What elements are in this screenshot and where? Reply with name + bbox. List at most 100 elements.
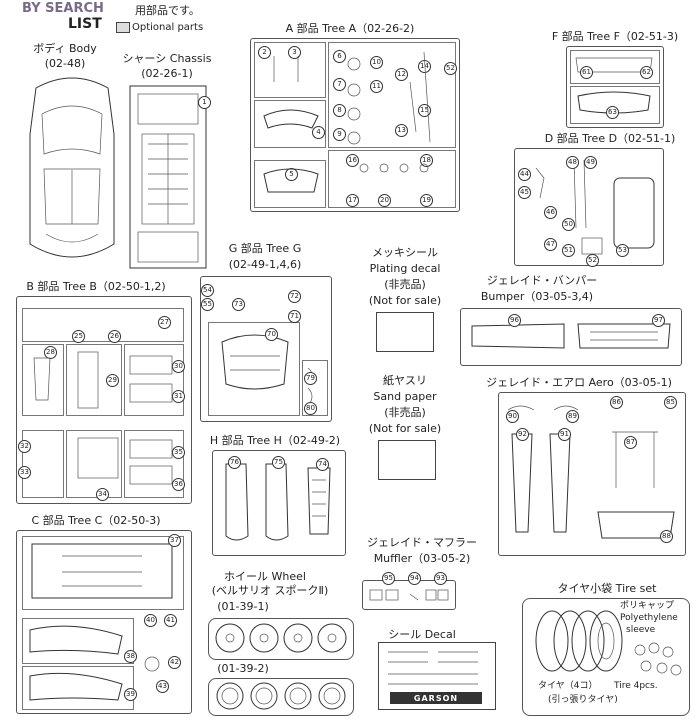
tireset-poly-jp: ポリキャップ — [620, 601, 675, 611]
sandpaper-sheet — [378, 440, 436, 480]
tireset-poly-en-2: sleeve — [626, 625, 656, 635]
part-number: 41 — [164, 614, 177, 627]
part-number: 8 — [333, 104, 346, 117]
part-number: 16 — [346, 154, 359, 167]
part-number: 49 — [584, 156, 597, 169]
part-number: 20 — [378, 194, 391, 207]
chassis-drawing — [129, 85, 207, 269]
part-number: 46 — [544, 206, 557, 219]
bumper-parts — [471, 323, 671, 349]
part-number: 33 — [18, 466, 31, 479]
polycap-drawing — [634, 642, 682, 676]
bumper-frame — [460, 308, 682, 366]
tireset-title: タイヤ小袋 Tire set — [557, 582, 657, 595]
part-number: 35 — [172, 446, 185, 459]
tree-d-title: D 部品 Tree D（02-51-1) — [544, 132, 676, 145]
body-title: ボディ Body — [33, 42, 97, 55]
part-number: 88 — [660, 530, 673, 543]
tree-f-title: F 部品 Tree F（02-51-3) — [551, 30, 679, 43]
muffler-title: ジェレイド・マフラー — [367, 536, 477, 549]
tree-a-parts — [263, 51, 431, 193]
tree-a-title: A 部品 Tree A（02-26-2) — [285, 22, 415, 35]
part-number: 97 — [652, 314, 665, 327]
part-number: 31 — [172, 390, 185, 403]
part-number: 36 — [172, 478, 185, 491]
part-number: 13 — [395, 124, 408, 137]
wheel-title: ホイール Wheel — [224, 570, 306, 583]
sandpaper-jp-note: (非売品) — [384, 406, 426, 419]
chassis-title: シャーシ Chassis — [122, 52, 212, 65]
wheel-rims-1 — [215, 623, 347, 653]
tree-g-title: G 部品 Tree G — [228, 242, 302, 255]
part-number: 47 — [544, 238, 557, 251]
part-number: 70 — [265, 328, 278, 341]
tree-d-parts — [535, 159, 655, 255]
chassis-code: (02-26-1) — [141, 67, 193, 80]
part-number: 91 — [558, 428, 571, 441]
body-code: (02-48) — [44, 57, 86, 70]
tree-h-title: H 部品 Tree H（02-49-2) — [209, 434, 341, 447]
decal-title: シール Decal — [388, 628, 456, 641]
part-number: 38 — [124, 650, 137, 663]
wheel-frame-1 — [208, 618, 354, 660]
part-number: 71 — [288, 310, 301, 323]
part-number: 4 — [312, 126, 325, 139]
plating-sub: Plating decal — [369, 262, 441, 275]
tree-g-code: (02-49-1,4,6) — [228, 258, 302, 271]
part-number: 94 — [408, 572, 421, 585]
part-number: 39 — [124, 688, 137, 701]
part-number: 54 — [201, 284, 214, 297]
part-number: 79 — [304, 372, 317, 385]
tree-b-cell — [66, 430, 122, 498]
part-number: 40 — [144, 614, 157, 627]
part-number: 74 — [316, 458, 329, 471]
tree-b-cell — [22, 308, 184, 342]
part-number: 89 — [566, 410, 579, 423]
wheel-rims-2 — [216, 682, 346, 710]
plating-decal-sheet — [376, 312, 434, 352]
tree-b-parts — [33, 351, 173, 485]
tree-h-parts — [225, 463, 331, 541]
part-number: 93 — [434, 572, 447, 585]
part-number: 51 — [562, 244, 575, 257]
sandpaper-sub: Sand paper — [373, 390, 437, 403]
plating-title: メッキシール — [372, 246, 438, 259]
watermark: BY SEARCH — [22, 1, 104, 16]
part-number: 53 — [616, 244, 629, 257]
part-number: 62 — [640, 66, 653, 79]
aero-parts — [507, 405, 675, 539]
part-number: 11 — [370, 80, 383, 93]
aero-frame — [498, 392, 686, 556]
wheel-frame-2 — [208, 678, 354, 716]
part-number: 45 — [518, 186, 531, 199]
body-shell-drawing — [29, 77, 115, 258]
part-number: 80 — [304, 402, 317, 415]
part-number: 27 — [158, 316, 171, 329]
decal-brand: GARSON — [413, 694, 459, 703]
tree-c-cell — [22, 666, 134, 710]
part-number: 87 — [624, 436, 637, 449]
part-number: 63 — [606, 106, 619, 119]
optional-parts-swatch — [116, 22, 130, 33]
part-number: 92 — [516, 428, 529, 441]
decal-sheet-marks — [388, 651, 482, 704]
sandpaper-title: 紙ヤスリ — [383, 374, 427, 387]
part-number: 95 — [382, 572, 395, 585]
part-number: 50 — [562, 218, 575, 231]
part-number: 48 — [566, 156, 579, 169]
tireset-frame — [522, 598, 690, 716]
tree-g-cell — [208, 322, 300, 416]
part-number: 73 — [232, 298, 245, 311]
part-number: 10 — [370, 56, 383, 69]
sandpaper-en-note: (Not for sale) — [368, 422, 442, 435]
wheel-code-1: (01-39-1) — [217, 600, 269, 613]
parts-note: 用部品です。 — [135, 4, 200, 17]
muffler-sub: Muffler（03-05-2) — [373, 552, 471, 565]
tireset-tire-jp: タイヤ（4コ） — [538, 681, 598, 691]
aero-title: ジェレイド・エアロ Aero（03-05-1) — [486, 376, 672, 389]
tree-b-cell — [22, 344, 64, 416]
part-number: 90 — [506, 410, 519, 423]
part-number: 61 — [580, 66, 593, 79]
tire-stack-drawing — [535, 610, 623, 672]
part-number: 55 — [201, 298, 214, 311]
